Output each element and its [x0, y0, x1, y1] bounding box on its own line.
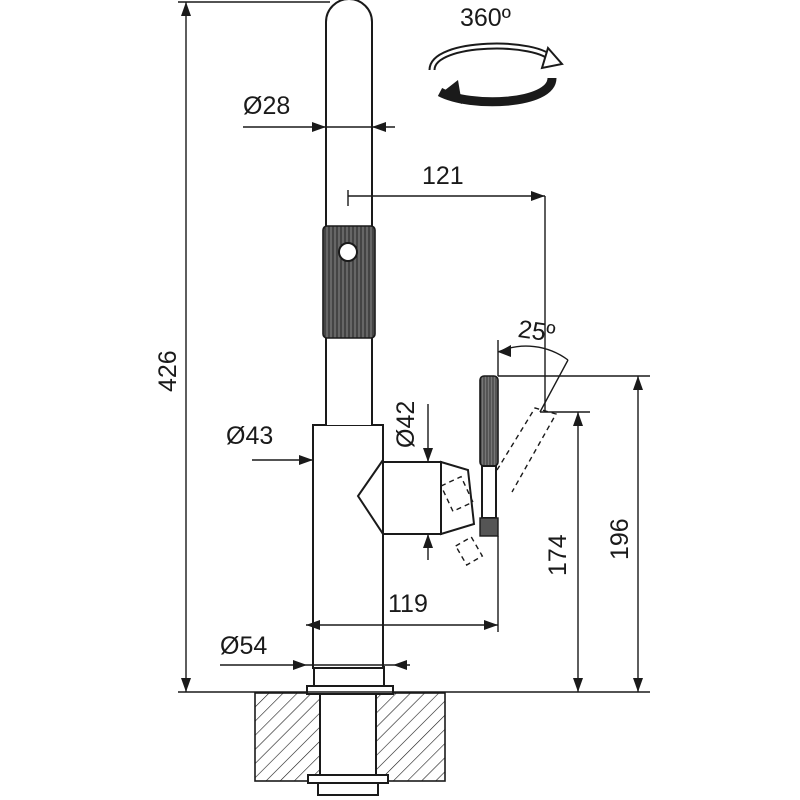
label-base-diameter: Ø54	[220, 632, 267, 660]
label-rotation: 360º	[460, 4, 511, 32]
side-mixer	[356, 375, 558, 566]
label-reach: 121	[422, 162, 464, 190]
label-spout-diameter: Ø28	[243, 92, 290, 120]
label-height-to-handle: 196	[606, 518, 634, 560]
label-body-diameter: Ø43	[226, 422, 273, 450]
label-lever-diameter: Ø42	[392, 401, 420, 448]
faucet-body	[306, 0, 394, 796]
dimension-lines	[178, 1, 650, 693]
spout-knurled-grip	[322, 225, 376, 339]
label-height-to-lever: 174	[544, 534, 572, 576]
label-total-height: 426	[154, 350, 182, 392]
label-lever-reach: 119	[388, 590, 428, 618]
rotation-arrow-icon	[428, 42, 564, 107]
label-handle-angle: 25º	[516, 315, 556, 348]
lever-handle	[479, 375, 499, 467]
dimension-labels: 360º Ø28 121 25º Ø43 119 Ø54 426 Ø42 174…	[154, 4, 634, 660]
spout-button-icon	[338, 242, 358, 262]
